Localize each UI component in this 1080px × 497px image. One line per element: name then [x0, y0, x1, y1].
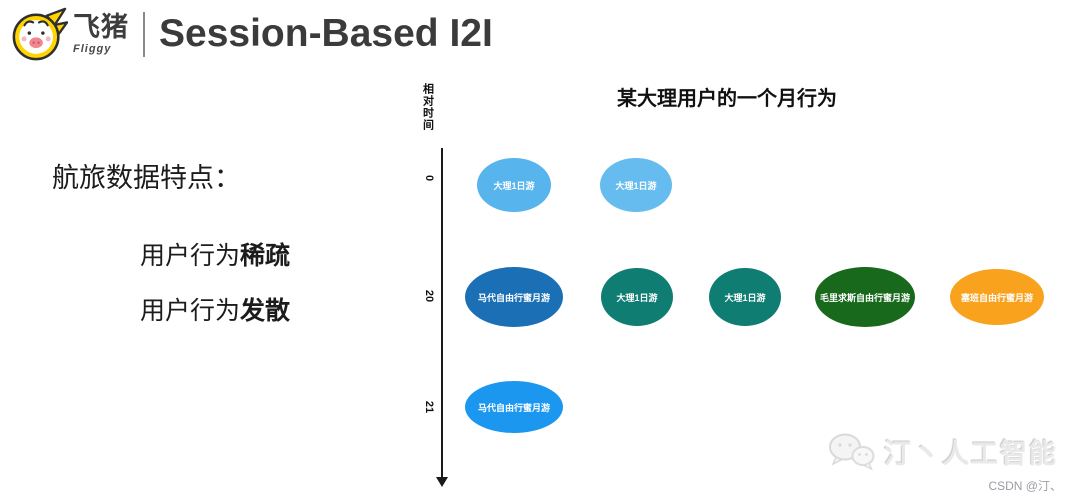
event-ellipse: 毛里求斯自由行蜜月游 [815, 267, 915, 327]
event-label: 塞班自由行蜜月游 [960, 292, 1033, 303]
bullet-sparse: 用户行为稀疏 [140, 236, 290, 272]
event-ellipse: 大理1日游 [600, 158, 672, 212]
brand-block: 飞猪 Fliggy [73, 14, 129, 55]
chart-title: 某大理用户的一个月行为 [617, 88, 837, 110]
event-label: 大理1日游 [724, 292, 766, 303]
brand-name-en: Fliggy [73, 43, 112, 55]
wechat-icon [829, 433, 875, 471]
y-axis-line [441, 148, 443, 478]
event-label: 毛里求斯自由行蜜月游 [819, 292, 910, 303]
event-label: 大理1日游 [493, 180, 535, 191]
bullet-sparse-prefix: 用户行为 [140, 242, 241, 270]
event-label: 马代自由行蜜月游 [477, 292, 550, 303]
y-axis-label: 相对时间 [421, 83, 434, 131]
bullet-divergent-emphasis: 发散 [240, 297, 291, 325]
page-title: Session-Based I2I [159, 12, 493, 55]
bullet-sparse-emphasis: 稀疏 [240, 242, 291, 270]
event-label: 马代自由行蜜月游 [477, 402, 550, 413]
y-axis-tick-label: 0 [423, 174, 435, 182]
event-ellipse: 大理1日游 [709, 268, 781, 326]
event-ellipse: 马代自由行蜜月游 [465, 381, 563, 433]
brand-name-cn: 飞猪 [73, 12, 129, 42]
csdn-credit: CSDN @汀、 [988, 479, 1062, 493]
event-ellipse: 马代自由行蜜月游 [465, 267, 563, 327]
event-label: 大理1日游 [616, 292, 658, 303]
event-ellipse: 大理1日游 [601, 268, 673, 326]
bullet-divergent: 用户行为发散 [140, 291, 290, 327]
bullet-divergent-prefix: 用户行为 [140, 297, 241, 325]
fliggy-pig-logo-icon [12, 7, 68, 61]
y-axis-arrow-icon [436, 477, 448, 487]
left-panel-heading: 航旅数据特点： [52, 163, 241, 193]
watermark-text: 汀丶人工智能 [884, 438, 1058, 469]
event-ellipse: 塞班自由行蜜月游 [950, 269, 1044, 325]
y-axis-tick-label: 20 [423, 289, 435, 303]
event-label: 大理1日游 [615, 180, 657, 191]
header-divider [143, 12, 145, 57]
event-ellipse: 大理1日游 [477, 158, 551, 212]
watermark: 汀丶人工智能 [826, 430, 1058, 472]
header: 飞猪 Fliggy Session-Based I2I [0, 0, 1080, 70]
y-axis-tick-label: 21 [423, 400, 435, 414]
